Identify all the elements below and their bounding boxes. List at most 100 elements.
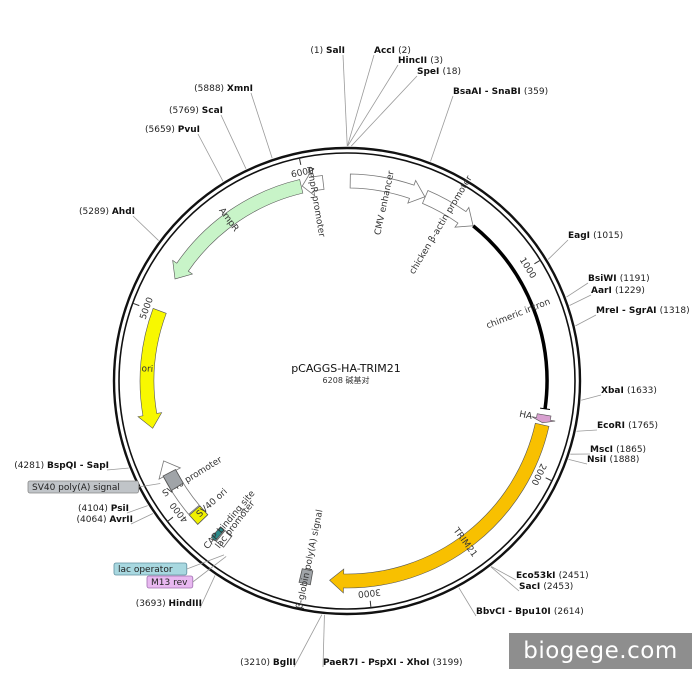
site-position-saci: (2453) — [543, 582, 573, 592]
lac-operator-label[interactable]: lac operator — [113, 554, 225, 576]
site-name-paer7i: PaeR7I - PspXI - XhoI — [323, 658, 433, 668]
site-eco53ki[interactable]: Eco53kI (2451) — [491, 566, 589, 581]
site-label-bbvci: BbvCI - Bpu10I (2614) — [476, 607, 584, 617]
backbone-outer — [112, 146, 582, 616]
site-position-bglii: (3210) — [240, 658, 273, 668]
site-xmni[interactable]: (5888) XmnI — [194, 84, 273, 159]
site-ahdi[interactable]: (5289) AhdI — [79, 207, 159, 241]
feature-ha[interactable]: HA — [518, 410, 556, 424]
sv40-polya-label[interactable]: SV40 poly(A) signal — [27, 480, 161, 494]
site-position-hincii: (3) — [430, 56, 443, 66]
site-bbvci[interactable]: BbvCI - Bpu10I (2614) — [458, 587, 584, 617]
feature-ampr-promoter[interactable]: AmpR promoter — [301, 166, 326, 238]
site-position-psii: (4104) — [78, 504, 111, 514]
site-pvui[interactable]: (5659) PvuI — [145, 125, 224, 182]
tick-6000 — [298, 157, 302, 165]
site-position-paer7i: (3199) — [433, 658, 463, 668]
site-position-bsaai: (359) — [524, 87, 548, 97]
site-name-bspqi: BspQI - SapI — [47, 461, 109, 471]
site-label-eco53ki: Eco53kI (2451) — [516, 571, 589, 581]
site-label-bsiwi: BsiWI (1191) — [588, 274, 650, 284]
site-label-msci: MscI (1865) — [590, 445, 646, 455]
site-label-mrei: MreI - SgrAI (1318) — [596, 306, 690, 316]
feature-label-ha: HA — [518, 410, 533, 422]
site-label-xmni: (5888) XmnI — [194, 84, 253, 94]
site-label-bglii: (3210) BglII — [240, 658, 296, 668]
site-position-sali: (1) — [310, 46, 326, 56]
site-name-eco53ki: Eco53kI — [516, 571, 559, 581]
site-position-bsiwi: (1191) — [620, 274, 650, 284]
site-hindiii[interactable]: (3693) HindIII — [136, 575, 216, 609]
site-label-spei: SpeI (18) — [417, 67, 461, 77]
site-mrei[interactable]: MreI - SgrAI (1318) — [575, 306, 690, 327]
m13-rev-label[interactable]: M13 rev — [146, 556, 227, 589]
site-paer7i[interactable]: PaeR7I - PspXI - XhoI (3199) — [322, 614, 463, 668]
site-sali[interactable]: (1) SalI — [310, 46, 348, 147]
site-label-scai: (5769) ScaI — [169, 106, 223, 116]
site-position-aari: (1229) — [615, 286, 645, 296]
feature-chimeric-intron[interactable]: chimeric intron — [472, 224, 552, 411]
site-position-bspqi: (4281) — [14, 461, 47, 471]
site-name-bsaai: BsaAI - SnaBI — [453, 87, 524, 97]
site-label-bspqi: (4281) BspQI - SapI — [14, 461, 109, 471]
site-name-bglii: BglII — [273, 658, 296, 668]
site-position-scai: (5769) — [169, 106, 202, 116]
site-name-aari: AarI — [591, 286, 615, 296]
site-name-mrei: MreI - SgrAI — [596, 306, 660, 316]
feature-cmv-enhancer[interactable]: CMV enhancer — [349, 170, 426, 236]
feature-label-beta-globin-polya: β-globin poly(A) signal — [295, 509, 325, 610]
feature-beta-globin-polya[interactable]: β-globin poly(A) signal — [295, 509, 325, 610]
site-position-ecori: (1765) — [628, 421, 658, 431]
site-name-ecori: EcoRI — [597, 421, 628, 431]
site-bspqi[interactable]: (4281) BspQI - SapI — [14, 461, 129, 471]
site-position-ahdi: (5289) — [79, 207, 112, 217]
site-xbai[interactable]: XbaI (1633) — [581, 386, 657, 401]
m13-rev-label-text: M13 rev — [151, 578, 188, 588]
site-aari[interactable]: AarI (1229) — [569, 286, 645, 306]
site-name-eagi: EagI — [568, 231, 593, 241]
lac-operator-label-text: lac operator — [118, 565, 173, 575]
plasmid-title: pCAGGS-HA-TRIM21 — [291, 362, 401, 375]
site-acci[interactable]: AccI (2) — [347, 46, 411, 147]
site-spei[interactable]: SpeI (18) — [350, 67, 461, 147]
site-position-mrei: (1318) — [660, 306, 690, 316]
site-psii[interactable]: (4104) PsiI — [78, 504, 148, 514]
site-scai[interactable]: (5769) ScaI — [169, 106, 247, 169]
site-position-nsii: (1888) — [609, 455, 639, 465]
site-label-ahdi: (5289) AhdI — [79, 207, 135, 217]
feature-sv40-polya-box[interactable] — [162, 469, 184, 492]
feature-trim21[interactable]: TRIM21 — [329, 422, 550, 594]
site-label-psii: (4104) PsiI — [78, 504, 129, 514]
tick-5000 — [132, 302, 140, 307]
site-nsii[interactable]: NsiI (1888) — [568, 455, 640, 465]
site-label-avrii: (4064) AvrII — [77, 515, 133, 525]
site-bsaai[interactable]: BsaAI - SnaBI (359) — [430, 87, 549, 162]
site-label-xbai: XbaI (1633) — [601, 386, 657, 396]
tick-label-3000: 3000 — [357, 586, 381, 598]
site-bglii[interactable]: (3210) BglII — [240, 614, 323, 668]
site-label-sali: (1) SalI — [310, 46, 345, 56]
feature-ampr[interactable]: AmpR — [172, 179, 304, 280]
site-name-psii: PsiI — [111, 504, 129, 514]
site-hincii[interactable]: HincII (3) — [347, 56, 443, 147]
backbone-inner — [118, 152, 576, 610]
site-bsiwi[interactable]: BsiWI (1191) — [566, 274, 650, 298]
site-label-saci: SacI (2453) — [519, 582, 573, 592]
site-label-pvui: (5659) PvuI — [145, 125, 200, 135]
site-name-xmni: XmnI — [227, 84, 253, 94]
site-name-acci: AccI — [374, 46, 398, 56]
site-eagi[interactable]: EagI (1015) — [547, 231, 623, 260]
feature-ori[interactable]: ori — [137, 308, 167, 429]
site-name-avrii: AvrII — [109, 515, 133, 525]
site-ecori[interactable]: EcoRI (1765) — [576, 421, 658, 432]
site-saci[interactable]: SacI (2453) — [490, 566, 573, 592]
site-msci[interactable]: MscI (1865) — [570, 445, 646, 455]
site-position-hindiii: (3693) — [136, 599, 169, 609]
site-position-avrii: (4064) — [77, 515, 110, 525]
site-name-scai: ScaI — [202, 106, 223, 116]
feature-label-ori: ori — [141, 364, 153, 375]
site-name-saci: SacI — [519, 582, 543, 592]
site-avrii[interactable]: (4064) AvrII — [77, 513, 154, 525]
